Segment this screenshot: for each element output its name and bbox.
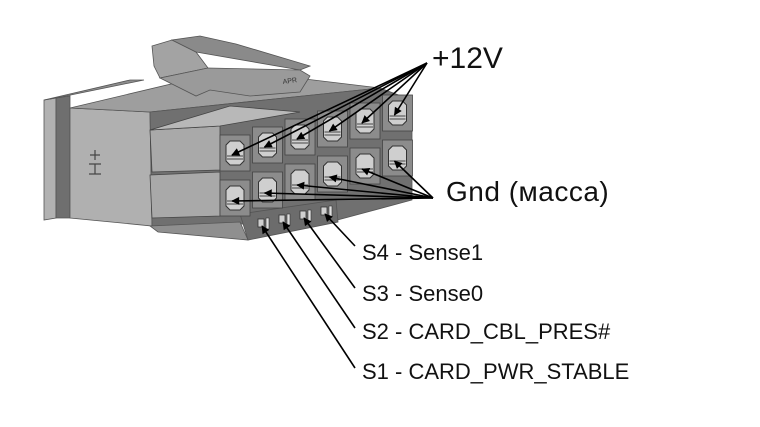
power-leader [231, 62, 428, 156]
ground-pin [252, 171, 283, 209]
left-flange-top [43, 79, 145, 101]
sense-leader [324, 213, 356, 247]
pin-housing-top-left-top [149, 105, 301, 131]
ground-pin [219, 179, 251, 217]
sense-label-s2: S2 - CARD_CBL_PRES# [362, 319, 611, 344]
ground-leader [361, 168, 434, 199]
pin-housing-bot-left [149, 171, 221, 219]
pin-housing-top-left [149, 125, 221, 173]
sense-leader [282, 221, 356, 329]
housing-side [69, 107, 153, 227]
latch-top [170, 35, 312, 71]
leader-lines [231, 62, 434, 369]
ground-pin [382, 139, 413, 177]
sense-leader [303, 217, 356, 289]
ground-leader [328, 174, 434, 199]
ground-leader [263, 189, 434, 199]
power-leader [296, 62, 428, 140]
sense-label-s3: S3 - Sense0 [362, 281, 484, 306]
power-leader [263, 62, 428, 148]
polarity-mark [89, 150, 101, 175]
left-flange-side [55, 95, 71, 219]
left-flange-front [43, 97, 57, 221]
sense-pins [257, 205, 333, 230]
power-label: +12V [432, 42, 503, 75]
ground-leader [296, 181, 434, 199]
ground-leader [393, 160, 434, 199]
ground-label: Gnd (масса) [446, 176, 610, 207]
power-leader [361, 62, 428, 124]
power-leader [393, 62, 428, 116]
power-leader [328, 62, 428, 132]
sense-label-s1: S1 - CARD_PWR_STABLE [362, 359, 630, 384]
ground-leader [231, 196, 434, 205]
sense-label-s4: S4 - Sense1 [362, 240, 484, 265]
sense-leader [261, 225, 356, 369]
latch-side [158, 67, 311, 97]
latch-marking: APR [282, 77, 297, 86]
ground-pin [349, 147, 381, 185]
